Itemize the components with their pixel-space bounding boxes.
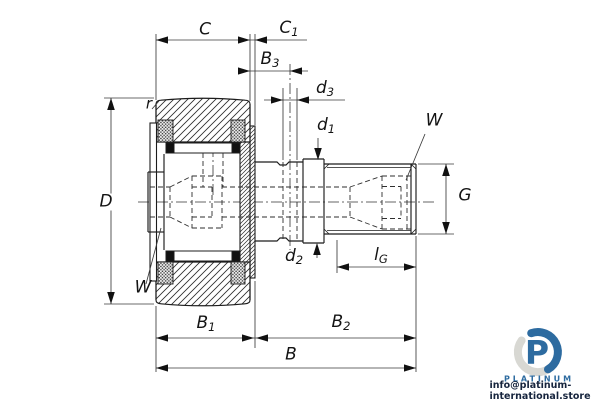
needle-rollers <box>165 142 241 262</box>
w-bottom-leader <box>145 227 162 285</box>
end-washer <box>149 122 158 282</box>
dim-label-c1: C1 <box>279 17 299 39</box>
platinum-logo-mark: P <box>513 328 562 377</box>
seals <box>157 119 246 285</box>
dim-label-g: G <box>458 185 472 206</box>
internal-hidden-lines <box>150 153 411 241</box>
dim-label-b2: B2 <box>331 311 351 333</box>
stud <box>147 154 417 250</box>
outer-roller <box>155 97 251 307</box>
dim-label-b: B <box>285 344 297 365</box>
dim-label-b1: B1 <box>196 312 216 334</box>
dim-label-diameter: D <box>96 193 116 211</box>
thread-section <box>323 163 417 235</box>
dim-label-d1: d1 <box>316 114 336 136</box>
center-lines <box>138 64 434 250</box>
dim-label-c: C <box>199 19 211 40</box>
w-top-leader <box>405 133 426 181</box>
dim-label-d2: d2 <box>284 245 304 267</box>
dim-label-w-top: W <box>425 110 443 131</box>
brand-name: PLATINUM <box>503 374 575 384</box>
r-leader <box>151 100 160 110</box>
dim-label-r: r <box>145 94 153 113</box>
dim-label-lg: lG <box>374 244 388 266</box>
dim-label-b3: B3 <box>260 48 280 70</box>
brand-email[interactable]: info@platinum-international.store <box>489 380 591 400</box>
stud-flange <box>239 125 256 279</box>
dimension-arrows <box>107 36 450 372</box>
logo-letter: P <box>525 333 549 372</box>
dim-label-w-bottom: W <box>134 277 152 298</box>
dim-label-d3: d3 <box>315 77 335 99</box>
